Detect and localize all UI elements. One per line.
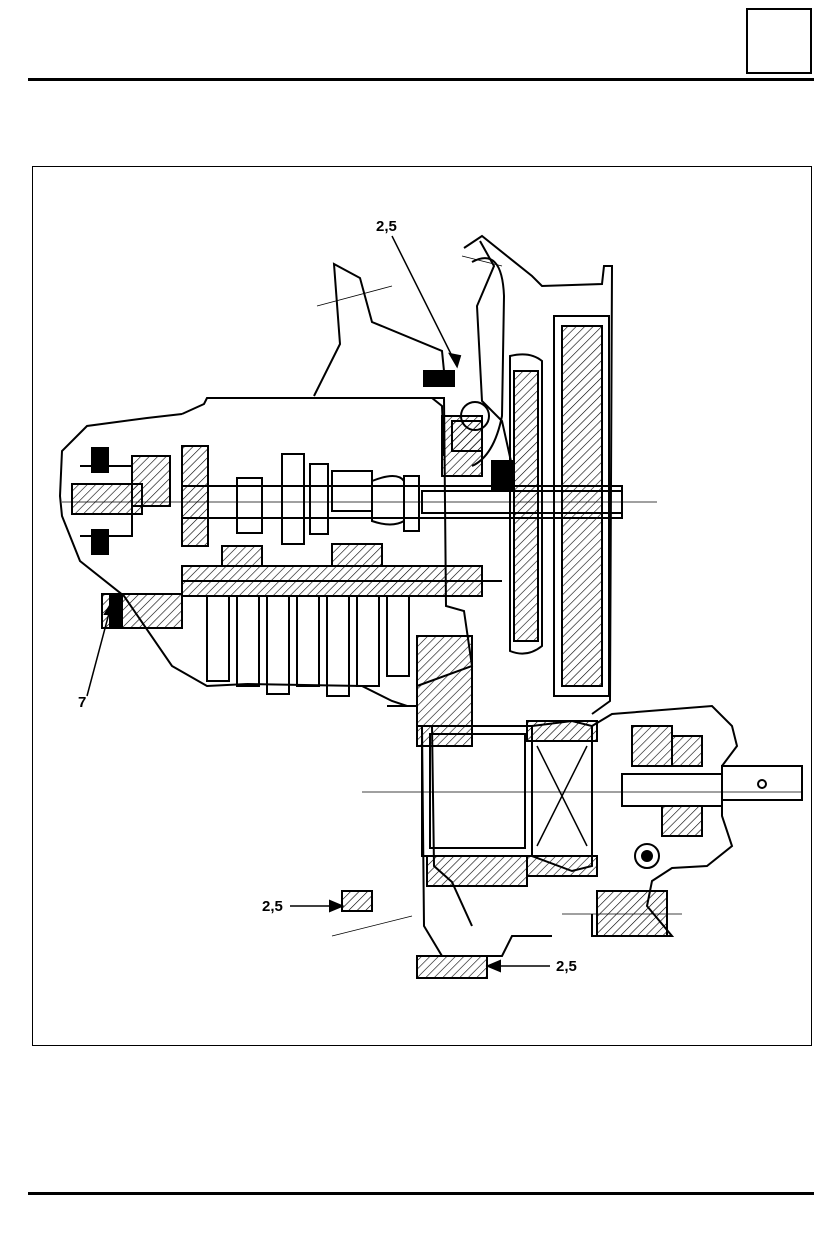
header-rule	[28, 78, 814, 81]
clutch-housing	[463, 234, 614, 715]
torque-label-left: 7	[78, 694, 87, 711]
diagram-frame	[32, 166, 812, 1046]
left-end-cover	[58, 413, 248, 688]
leader-left	[86, 601, 113, 697]
footer-rule	[28, 1192, 814, 1195]
gearbox-cross-section-diagram	[58, 234, 803, 979]
bolt-top	[423, 370, 455, 387]
final-drive-housing	[387, 705, 552, 957]
torque-label-top: 2,5	[376, 218, 397, 235]
bolt-bottom	[416, 955, 488, 979]
bolt-lower-left	[341, 890, 373, 912]
main-casing	[181, 397, 445, 457]
leader-top	[391, 235, 458, 367]
torque-label-bottom-right: 2,5	[556, 958, 577, 975]
torque-label-bottom-left: 2,5	[262, 898, 283, 915]
page-marker-box	[746, 8, 812, 74]
